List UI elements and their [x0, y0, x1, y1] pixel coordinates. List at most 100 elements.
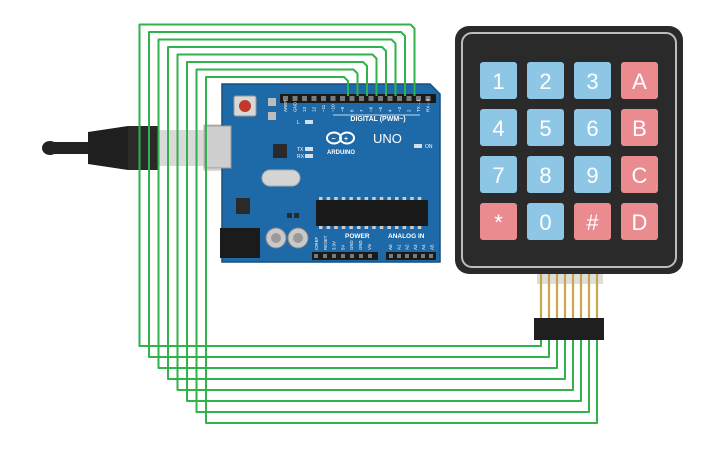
- keypad-key[interactable]: 2: [527, 62, 564, 99]
- power-pin[interactable]: [332, 254, 336, 258]
- digital-pin-label: RX←0: [426, 98, 431, 112]
- keypad-key-label: D: [632, 210, 648, 235]
- digital-label: DIGITAL (PWM~): [350, 116, 405, 123]
- reset-button[interactable]: [239, 100, 251, 112]
- digital-pin[interactable]: [359, 96, 364, 101]
- power-jack: [220, 228, 260, 258]
- digital-pin[interactable]: [340, 96, 345, 101]
- led-tx-label: TX: [297, 147, 304, 153]
- digital-pin[interactable]: [406, 96, 412, 101]
- wire: [186, 61, 582, 402]
- digital-pin[interactable]: [302, 96, 307, 101]
- keypad-key-label: 3: [586, 69, 598, 94]
- power-pin[interactable]: [368, 254, 372, 258]
- digital-pin-label: 8: [350, 109, 355, 112]
- keypad-key[interactable]: *: [480, 203, 517, 240]
- led-l-label: L: [297, 120, 300, 126]
- keypad-key-label: 0: [539, 210, 551, 235]
- keypad-ribbon-cable: [537, 274, 603, 318]
- keypad-key[interactable]: 4: [480, 109, 517, 146]
- atmega-chip: [316, 200, 428, 226]
- keypad-key[interactable]: 5: [527, 109, 564, 146]
- wire: [195, 68, 590, 413]
- analog-pin-label: A1: [396, 244, 401, 250]
- digital-pin[interactable]: [330, 96, 336, 101]
- keypad-key[interactable]: 6: [574, 109, 611, 146]
- keypad-key[interactable]: 9: [574, 156, 611, 193]
- power-pin-label: IOREF: [314, 236, 319, 250]
- keypad-key-label: A: [632, 69, 647, 94]
- usb-chip: [273, 144, 287, 158]
- wires: [138, 23, 598, 424]
- analog-pin[interactable]: [413, 254, 417, 258]
- keypad-key[interactable]: 7: [480, 156, 517, 193]
- digital-pin[interactable]: [283, 96, 288, 101]
- keypad-key-label: 4: [492, 116, 504, 141]
- on-label: ON: [425, 144, 433, 150]
- brand-label: ARDUINO: [327, 150, 355, 156]
- analog-pin[interactable]: [397, 254, 401, 258]
- keypad-key[interactable]: 1: [480, 62, 517, 99]
- analog-pin-label: A3: [413, 244, 418, 250]
- keypad-key[interactable]: D: [621, 203, 658, 240]
- analog-pin-label: A2: [405, 244, 410, 250]
- analog-pin[interactable]: [429, 254, 433, 258]
- keypad-key[interactable]: C: [621, 156, 658, 193]
- keypad-key[interactable]: 3: [574, 62, 611, 99]
- wire: [138, 23, 542, 347]
- svg-text:−: −: [332, 136, 336, 143]
- power-pin[interactable]: [359, 254, 363, 258]
- wire: [176, 53, 574, 391]
- crystal: [261, 169, 301, 187]
- wire: [148, 31, 550, 358]
- keypad-key-label: 5: [539, 116, 551, 141]
- digital-pin-label: 12: [312, 106, 317, 112]
- analog-pin[interactable]: [389, 254, 393, 258]
- keypad-key[interactable]: A: [621, 62, 658, 99]
- analog-pin[interactable]: [421, 254, 425, 258]
- wire: [205, 76, 598, 424]
- digital-pin-label: GND: [293, 101, 298, 112]
- led-rx-label: RX: [297, 154, 305, 160]
- svg-text:+: +: [344, 136, 348, 143]
- digital-pin[interactable]: [425, 96, 431, 101]
- power-pin[interactable]: [341, 254, 345, 258]
- arduino-logo: − +: [326, 131, 355, 145]
- keypad-key[interactable]: #: [574, 203, 611, 240]
- digital-pin[interactable]: [387, 96, 393, 101]
- keypad-key-label: 6: [586, 116, 598, 141]
- power-pin-label: 5V: [340, 245, 345, 250]
- digital-pin[interactable]: [321, 96, 326, 101]
- analog-pin-label: A0: [388, 244, 393, 250]
- power-pin-label: RESET: [323, 235, 328, 250]
- digital-pin[interactable]: [349, 96, 355, 101]
- power-pin-label: GND: [349, 240, 354, 250]
- power-pin[interactable]: [323, 254, 327, 258]
- regulator: [236, 198, 250, 214]
- digital-pin[interactable]: [292, 96, 298, 101]
- digital-pin[interactable]: [397, 96, 402, 101]
- digital-header: [280, 94, 436, 103]
- power-pin[interactable]: [350, 254, 354, 258]
- digital-pin[interactable]: [368, 96, 374, 101]
- usb-cable: [42, 124, 227, 171]
- keypad-key-label: 8: [539, 163, 551, 188]
- power-pin[interactable]: [314, 254, 318, 258]
- digital-pin-label: ~9: [340, 106, 345, 112]
- power-pin-label: GND: [358, 240, 363, 250]
- model-label: UNO: [373, 131, 402, 146]
- digital-pin[interactable]: [416, 96, 421, 101]
- keypad-key[interactable]: 8: [527, 156, 564, 193]
- analog-pin[interactable]: [405, 254, 409, 258]
- keypad-key-label: 2: [539, 69, 551, 94]
- digital-pin-label: 4: [388, 109, 393, 112]
- keypad-key[interactable]: 0: [527, 203, 564, 240]
- keypad-key-label: #: [586, 210, 599, 235]
- keypad-key[interactable]: B: [621, 109, 658, 146]
- wire: [157, 38, 558, 369]
- digital-pin[interactable]: [378, 96, 383, 101]
- analog-header: [386, 252, 436, 260]
- digital-pin[interactable]: [311, 96, 317, 101]
